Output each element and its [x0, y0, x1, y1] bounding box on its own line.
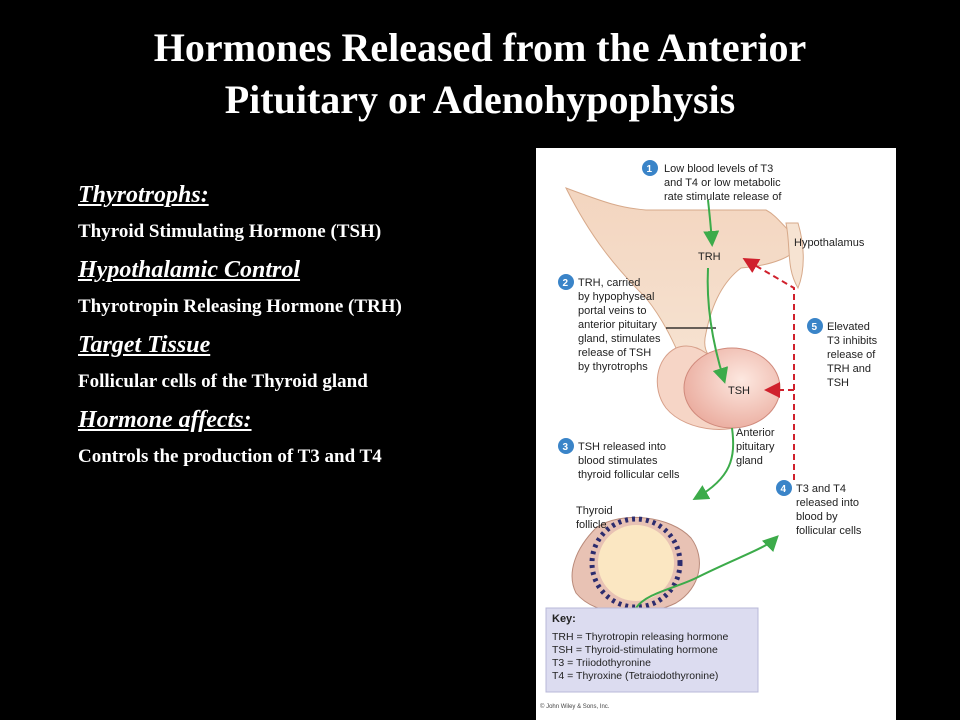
svg-text:portal veins to: portal veins to [578, 305, 646, 317]
hypothalamus-label: Hypothalamus [794, 237, 865, 249]
diagram-key: Key: TRH = Thyrotropin releasing hormone… [545, 607, 759, 693]
svg-text:TRH and: TRH and [827, 363, 871, 375]
svg-text:anterior pituitary: anterior pituitary [578, 319, 657, 331]
svg-text:TRH = Thyrotropin releasing ho: TRH = Thyrotropin releasing hormone [552, 631, 729, 643]
svg-text:2: 2 [563, 278, 569, 289]
svg-text:1: 1 [647, 164, 653, 175]
svg-text:T3 = Triiodothyronine: T3 = Triiodothyronine [552, 657, 651, 669]
step-2-text: TRH, carried by hypophyseal portal veins… [578, 277, 661, 373]
section-heading-target-tissue: Target Tissue [78, 332, 211, 358]
svg-text:follicular cells: follicular cells [796, 525, 862, 537]
svg-text:Low blood levels of T3: Low blood levels of T3 [664, 163, 773, 175]
step-2-badge: 2 [558, 274, 574, 290]
copyright-text: © John Wiley & Sons, Inc. [540, 703, 610, 710]
svg-text:blood by: blood by [796, 511, 838, 523]
step-3-text: TSH released into blood stimulates thyro… [578, 441, 680, 481]
svg-text:T3 inhibits: T3 inhibits [827, 335, 878, 347]
svg-text:TSH: TSH [827, 377, 849, 389]
svg-text:thyroid follicular cells: thyroid follicular cells [578, 469, 680, 481]
svg-text:Elevated: Elevated [827, 321, 870, 333]
thyroid-follicle-label: Thyroid follicle [576, 505, 613, 531]
thyroid-follicle-shape [571, 516, 700, 614]
title-line-2: Pituitary or Adenohypophysis [224, 77, 736, 122]
svg-text:and T4 or low metabolic: and T4 or low metabolic [664, 177, 781, 189]
svg-text:pituitary: pituitary [736, 441, 775, 453]
svg-text:released into: released into [796, 497, 859, 509]
section-heading-hormone-affects: Hormone affects: [78, 407, 252, 433]
svg-text:release of TSH: release of TSH [578, 347, 651, 359]
step-1-text: Low blood levels of T3 and T4 or low met… [664, 163, 782, 203]
svg-text:Thyroid: Thyroid [576, 505, 613, 517]
step-4-text: T3 and T4 released into blood by follicu… [796, 483, 862, 537]
thyroid-feedback-diagram: 1 2 3 4 5 Low blood levels of T3 and T4 … [536, 148, 896, 720]
svg-text:TSH = Thyroid-stimulating horm: TSH = Thyroid-stimulating hormone [552, 644, 718, 656]
svg-text:3: 3 [563, 442, 569, 453]
svg-text:5: 5 [812, 322, 818, 333]
svg-text:TRH, carried: TRH, carried [578, 277, 640, 289]
step-1-badge: 1 [642, 160, 658, 176]
step-5-text: Elevated T3 inhibits release of TRH and … [827, 321, 878, 389]
slide-title: Hormones Released from the Anterior Pitu… [0, 22, 960, 126]
section-body-target-tissue: Follicular cells of the Thyroid gland [78, 371, 368, 392]
section-heading-hypothalamic-control: Hypothalamic Control [78, 257, 301, 283]
svg-text:TSH released into: TSH released into [578, 441, 666, 453]
svg-text:blood stimulates: blood stimulates [578, 455, 658, 467]
trh-label: TRH [698, 251, 721, 263]
section-body-thyrotrophs: Thyroid Stimulating Hormone (TSH) [78, 221, 382, 242]
svg-text:T4 = Thyroxine (Tetraiodothyro: T4 = Thyroxine (Tetraiodothyronine) [552, 670, 718, 682]
svg-text:4: 4 [781, 484, 787, 495]
section-body-hypothalamic-control: Thyrotropin Releasing Hormone (TRH) [78, 296, 402, 317]
svg-text:follicle: follicle [576, 519, 607, 531]
title-line-1: Hormones Released from the Anterior [153, 25, 807, 70]
step-5-badge: 5 [807, 318, 823, 334]
svg-text:by hypophyseal: by hypophyseal [578, 291, 654, 303]
svg-text:gland, stimulates: gland, stimulates [578, 333, 661, 345]
section-body-hormone-affects: Controls the production of T3 and T4 [78, 446, 382, 467]
section-heading-thyrotrophs: Thyrotrophs: [78, 182, 209, 208]
svg-text:gland: gland [736, 455, 763, 467]
svg-text:by thyrotrophs: by thyrotrophs [578, 361, 648, 373]
anterior-pituitary-label: Anterior pituitary gland [736, 427, 775, 467]
step-4-badge: 4 [776, 480, 792, 496]
tsh-label: TSH [728, 385, 750, 397]
info-panel: Thyrotrophs: Thyroid Stimulating Hormone… [78, 180, 468, 480]
svg-text:Anterior: Anterior [736, 427, 775, 439]
svg-text:T3 and T4: T3 and T4 [796, 483, 846, 495]
svg-text:rate stimulate release of: rate stimulate release of [664, 191, 782, 203]
svg-text:Key:: Key: [552, 613, 576, 625]
step-3-badge: 3 [558, 438, 574, 454]
anterior-pituitary-shape [656, 345, 781, 430]
hypothalamus-shape [564, 187, 804, 371]
svg-text:release of: release of [827, 349, 876, 361]
